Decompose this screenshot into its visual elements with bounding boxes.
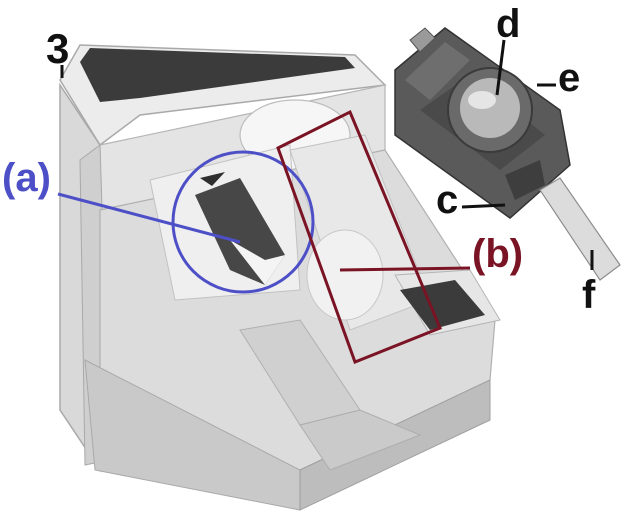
label-b: (b) xyxy=(472,234,523,274)
label-a: (a) xyxy=(2,158,51,198)
label-d: d xyxy=(496,4,520,44)
label-f: f xyxy=(582,275,595,315)
label-3: 3 xyxy=(46,28,69,70)
label-c: c xyxy=(436,180,458,220)
label-e: e xyxy=(558,58,580,98)
